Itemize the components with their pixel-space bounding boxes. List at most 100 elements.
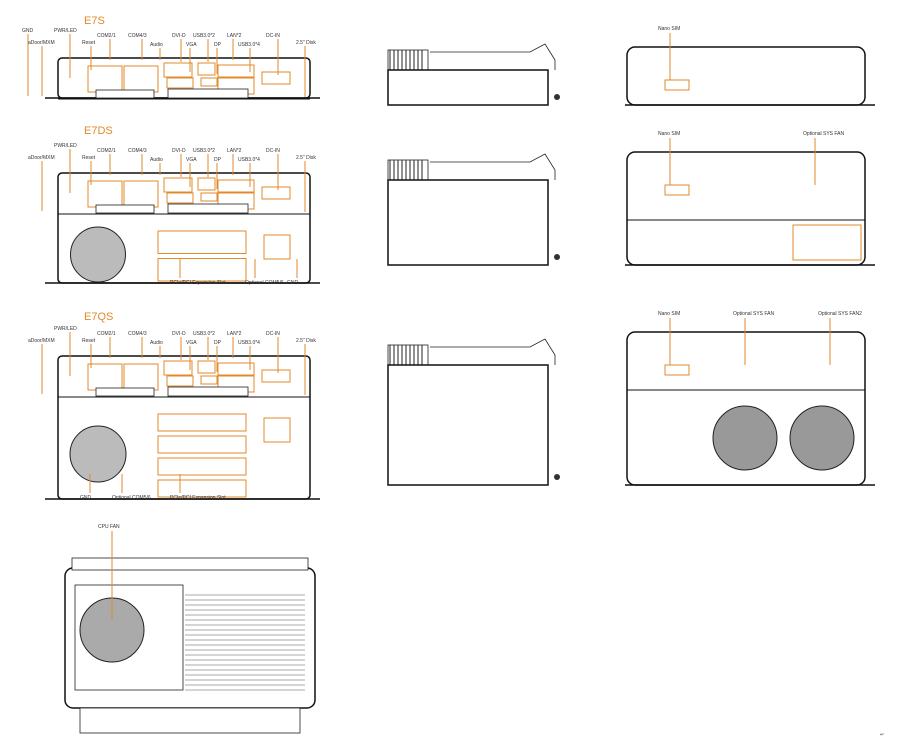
cpu-fan-label: CPU FAN <box>98 524 120 530</box>
io-port <box>87 65 123 93</box>
side-view-1 <box>387 43 560 106</box>
io-port <box>200 192 218 202</box>
io-port <box>217 179 255 193</box>
bottom-label: GND <box>80 495 92 501</box>
expansion-slot <box>157 457 247 476</box>
sys-fan-grille <box>712 405 778 471</box>
side-view-3 <box>387 338 560 486</box>
fan-grille <box>69 425 127 483</box>
expansion-slot <box>157 435 247 454</box>
disk-bay <box>167 203 249 214</box>
bottom-label: Optional COM5/6 <box>112 495 151 501</box>
chassis-side <box>387 69 549 106</box>
port-label: Reset <box>82 40 96 46</box>
rear-view-2 <box>625 151 875 266</box>
port-label: LAN*2 <box>227 33 242 39</box>
port-label: 2.5" Disk <box>296 155 316 161</box>
port-label: aDoor/MXM <box>28 155 55 161</box>
return-symbol: ↵ <box>880 732 884 738</box>
io-port <box>200 375 218 385</box>
bottom-label: Optional COM5/6 <box>245 280 284 286</box>
label-plate <box>95 387 155 397</box>
port-label: GND <box>22 28 34 34</box>
rear-label: Optional SYS FAN <box>803 131 845 137</box>
port-label: PWR/LED <box>54 28 77 34</box>
io-port <box>163 177 193 193</box>
port-label: aDoor/MXM <box>28 338 55 344</box>
port-label: VGA <box>186 42 197 48</box>
port-label: LAN*2 <box>227 331 242 337</box>
expansion-slot <box>157 258 247 282</box>
sys-fan2-grille <box>789 405 855 471</box>
antenna-connector <box>554 94 560 100</box>
rear-label: Optional SYS FAN <box>733 311 775 317</box>
port-label: USB3.0*4 <box>238 340 260 346</box>
io-port <box>166 77 194 89</box>
port-label: Reset <box>82 155 96 161</box>
io-port <box>163 62 193 78</box>
port-label: 2.5" Disk <box>296 40 316 46</box>
chassis-rear <box>626 46 866 106</box>
nano-sim-slot <box>664 79 690 91</box>
bottom-label: PCIe/PCI Expansion Slot <box>170 280 226 286</box>
port-label: 2.5" Disk <box>296 338 316 344</box>
rear-label: Nano SIM <box>658 131 680 137</box>
port-label: PWR/LED <box>54 143 77 149</box>
port-label: DP <box>214 42 222 48</box>
port-label: COM4/3 <box>128 33 147 39</box>
port-label: PWR/LED <box>54 326 77 332</box>
rear-label: Optional SYS FAN2 <box>818 311 862 317</box>
io-edge <box>79 707 301 734</box>
port-label: Audio <box>150 42 163 48</box>
io-port <box>123 180 159 208</box>
io-port <box>87 180 123 208</box>
io-port <box>123 363 159 391</box>
port-label: Audio <box>150 157 163 163</box>
port-label: DP <box>214 340 222 346</box>
side-top <box>430 153 556 180</box>
top-fins <box>71 557 309 571</box>
port-label: USB3.0*4 <box>238 157 260 163</box>
disk-bay <box>167 88 249 99</box>
expansion-slot <box>157 413 247 432</box>
chassis-side <box>387 364 549 486</box>
nano-sim-slot <box>664 364 690 376</box>
port-label: DC-IN <box>266 331 280 337</box>
port-label: aDoor/MXM <box>28 40 55 46</box>
port-label: COM2/1 <box>97 33 116 39</box>
io-port <box>261 369 291 383</box>
rear-label: Nano SIM <box>658 26 680 32</box>
disk-bay <box>167 386 249 397</box>
label-plate <box>95 89 155 99</box>
top-view <box>64 557 316 734</box>
rear-view-3 <box>625 331 875 486</box>
model-title: E7QS <box>84 311 113 323</box>
port-label: DVI-D <box>172 33 186 39</box>
port-label: USB3.0*4 <box>238 42 260 48</box>
front-view-e7qs <box>45 355 320 500</box>
model-title: E7S <box>84 15 105 27</box>
port-label: LAN*2 <box>227 148 242 154</box>
io-port <box>87 363 123 391</box>
port-label: VGA <box>186 157 197 163</box>
antenna-connector <box>554 254 560 260</box>
io-port <box>200 77 218 87</box>
io-port <box>197 360 216 374</box>
io-port <box>166 192 194 204</box>
front-view-e7ds <box>45 172 320 284</box>
io-port <box>217 64 255 78</box>
port-label: COM4/3 <box>128 331 147 337</box>
front-view-e7s <box>45 57 320 100</box>
com-port-optional <box>263 234 291 260</box>
expansion-slot <box>157 230 247 254</box>
port-label: DC-IN <box>266 148 280 154</box>
port-label: DVI-D <box>172 148 186 154</box>
side-view-2 <box>387 153 560 266</box>
port-label: VGA <box>186 340 197 346</box>
port-label: COM2/1 <box>97 331 116 337</box>
bottom-label: GND <box>287 280 299 286</box>
side-top <box>430 43 556 70</box>
rear-view-1 <box>625 46 875 106</box>
label-plate <box>95 204 155 214</box>
chassis-side <box>387 179 549 266</box>
